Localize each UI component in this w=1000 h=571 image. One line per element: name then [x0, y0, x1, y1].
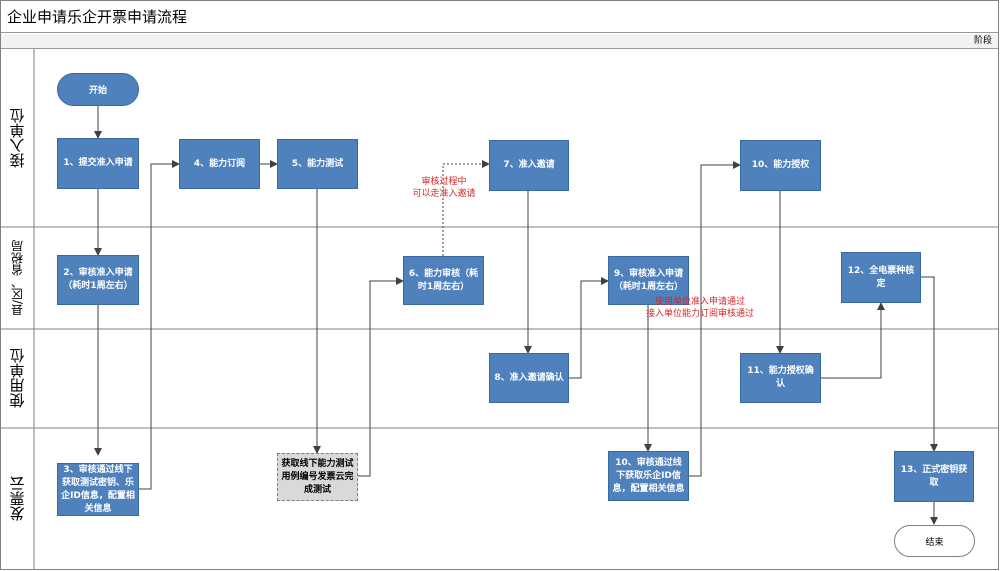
step-8-invite-confirm[interactable]: 8、准入邀请确认 — [489, 353, 569, 403]
lane-label-access: 接入单位 — [8, 108, 27, 168]
start-node[interactable]: 开始 — [57, 73, 139, 106]
note-during-review-line2: 可以走准入邀请 — [412, 189, 476, 199]
edge-6-7 — [442, 160, 490, 256]
edge-12-13 — [921, 276, 938, 452]
step-1-submit-application[interactable]: 1、提交准入申请 — [57, 138, 139, 189]
note-during-review: 审核过程中 可以走准入邀请 — [404, 176, 484, 200]
test-case-box[interactable]: 获取线下能力测试用例编号发票云完成测试 — [277, 453, 358, 501]
end-node[interactable]: 结束 — [894, 525, 975, 557]
phase-label: 阶段 — [973, 36, 992, 46]
lane-label-cloud: 发票云 — [8, 476, 27, 522]
edge-8-9 — [569, 277, 609, 379]
edge-10b-10a — [689, 161, 741, 477]
diagram-title: 企业申请乐企开票申请流程 — [1, 1, 998, 33]
edge-11-12 — [821, 302, 885, 379]
step-2-review-application[interactable]: 2、审核准入申请（耗时1周左右） — [57, 255, 139, 305]
step-9-review-application[interactable]: 9、审核准入申请（耗时1周左右） — [608, 256, 689, 305]
step-12-invoice-type-approval[interactable]: 12、全电票种核定 — [841, 252, 921, 303]
phase-bar: 阶段 — [1, 34, 998, 49]
step-5-capability-test[interactable]: 5、能力测试 — [277, 139, 358, 189]
note-approval-passed: 使用单位准入申请通过 接入单位能力订阅审核通过 — [630, 296, 770, 320]
step-13-formal-key[interactable]: 13、正式密钥获取 — [894, 451, 974, 502]
step-7-access-invite[interactable]: 7、准入邀请 — [489, 140, 569, 191]
note-approval-line1: 使用单位准入申请通过 — [654, 297, 745, 307]
step-4-capability-subscribe[interactable]: 4、能力订阅 — [179, 139, 260, 189]
step-11-authorize-confirm[interactable]: 11、能力授权确认 — [740, 353, 821, 403]
lane-label-tax: 县/区、省税局 — [10, 239, 25, 317]
step-10-obtain-id-info[interactable]: 10、审核通过线下获取乐企ID信息，配置相关信息 — [608, 451, 689, 501]
step-10-capability-authorize[interactable]: 10、能力授权 — [740, 140, 821, 191]
lane-label-user: 使用单位 — [8, 348, 27, 409]
edge-test-6 — [358, 277, 404, 477]
step-6-capability-review[interactable]: 6、能力审核（耗时1周左右） — [403, 256, 484, 305]
edge-3-4 — [139, 160, 180, 490]
step-3-obtain-test-key[interactable]: 3、审核通过线下获取测试密钥、乐企ID信息，配置相关信息 — [57, 463, 139, 516]
note-during-review-line1: 审核过程中 — [421, 177, 467, 187]
note-approval-line2: 接入单位能力订阅审核通过 — [645, 309, 754, 319]
